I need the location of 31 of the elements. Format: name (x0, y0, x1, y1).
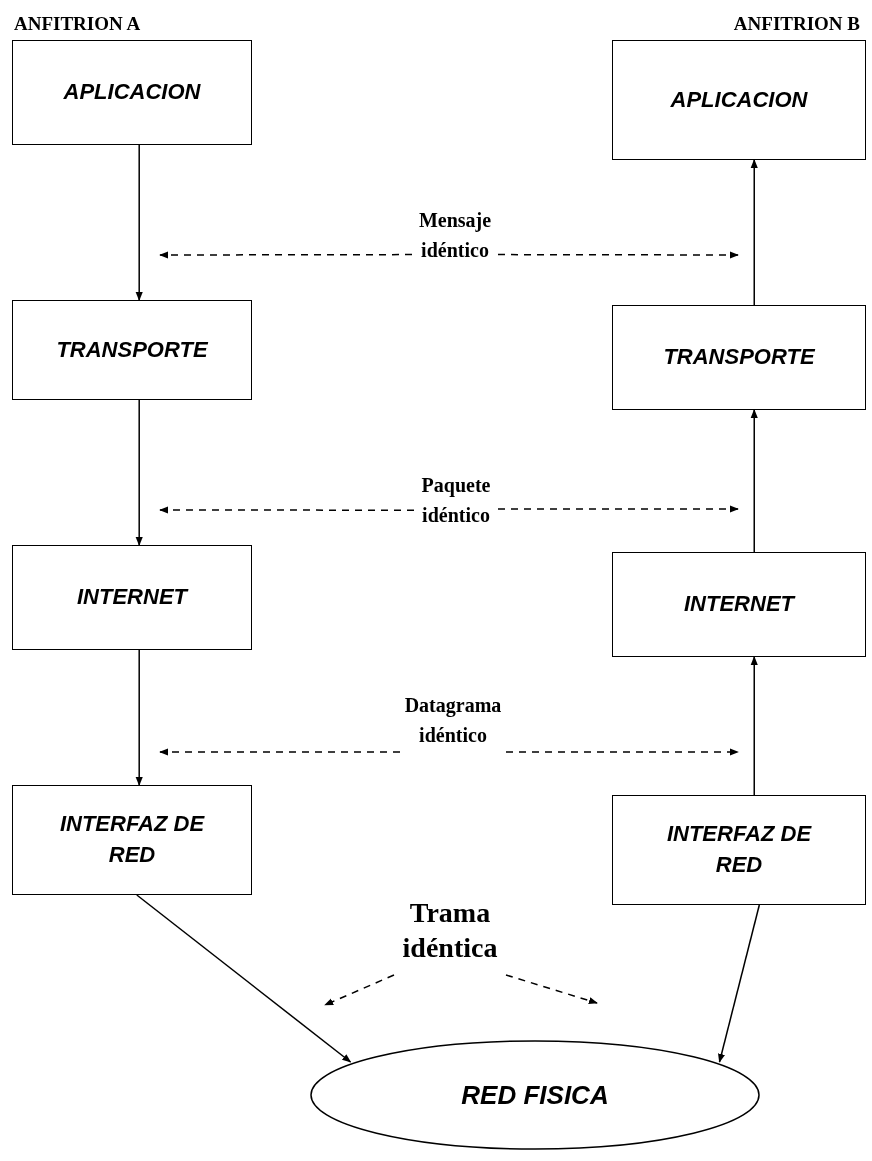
data-unit-label: Mensaje idéntico (412, 205, 498, 267)
layer-box: INTERFAZ DE RED (612, 795, 866, 905)
arrow (136, 894, 352, 1063)
layer-box: APLICACION (612, 40, 866, 160)
layer-box: INTERNET (12, 545, 252, 650)
column-heading: ANFITRION A (14, 12, 141, 36)
dashed-arrow (497, 505, 739, 513)
dashed-arrow (324, 974, 395, 1006)
layer-box: INTERFAZ DE RED (12, 785, 252, 895)
dashed-arrow (159, 506, 415, 514)
layer-box: INTERNET (612, 552, 866, 657)
data-unit-label: Paquete idéntico (414, 470, 498, 530)
arrow (750, 159, 758, 306)
arrow (750, 409, 758, 553)
dashed-arrow (505, 974, 598, 1005)
data-unit-label: Trama idéntica (380, 895, 520, 975)
arrow (750, 656, 758, 796)
layer-box: TRANSPORTE (12, 300, 252, 400)
dashed-arrow (159, 251, 413, 259)
dashed-arrow (159, 748, 401, 756)
layer-box: TRANSPORTE (612, 305, 866, 410)
arrow (718, 904, 761, 1063)
network-ellipse: RED FISICA (310, 1040, 760, 1150)
dashed-arrow (497, 251, 739, 259)
column-heading: ANFITRION B (733, 12, 860, 36)
layer-box: APLICACION (12, 40, 252, 145)
dashed-arrow (505, 748, 739, 756)
arrow (135, 649, 143, 786)
arrow (135, 144, 143, 301)
arrow (135, 399, 143, 546)
data-unit-label: Datagrama idéntico (400, 690, 506, 752)
